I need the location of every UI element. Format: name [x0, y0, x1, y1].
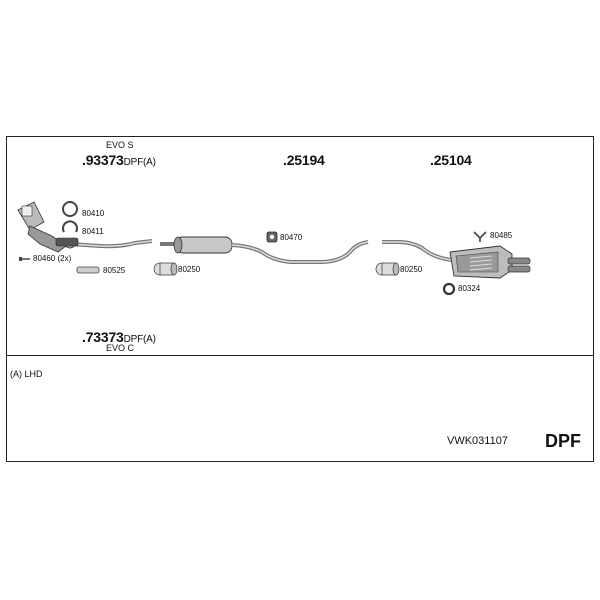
- label-80470: 80470: [280, 233, 303, 242]
- section-divider: [6, 355, 594, 356]
- label-80250-b: 80250: [400, 265, 423, 274]
- part-number-bottom-suffix: DPF(A): [123, 334, 156, 345]
- bolt-icon: [19, 257, 30, 261]
- label-80324: 80324: [458, 284, 481, 293]
- center-silencer: [173, 236, 233, 254]
- dpf-catalyst: [17, 201, 79, 253]
- label-80525: 80525: [103, 266, 126, 275]
- part-number-top-suffix: DPF(A): [123, 157, 156, 168]
- evo-s-label: EVO S: [106, 140, 134, 150]
- clamp-icon: [62, 220, 78, 233]
- gasket-ring-icon: [62, 201, 78, 217]
- label-80250-a: 80250: [178, 265, 201, 274]
- part-number-mid: .25194: [283, 152, 325, 168]
- clamp-80250-b-icon: [375, 262, 400, 276]
- dpf-badge: DPF: [545, 431, 581, 451]
- part-number-rear: .25104: [430, 152, 472, 168]
- bracket-80485-icon: [473, 231, 487, 242]
- middle-pipe: [231, 240, 369, 264]
- diagram-frame: [6, 136, 594, 462]
- evo-c-label: EVO C: [106, 343, 135, 353]
- lhd-note: (A) LHD: [10, 369, 43, 379]
- part-number-top: .93373DPF(A): [82, 153, 156, 168]
- rubber-ring-80324-icon: [442, 282, 456, 296]
- clamp-80250-a-icon: [153, 262, 178, 276]
- label-80411: 80411: [82, 227, 104, 236]
- kit-code: VWK031107: [447, 435, 508, 447]
- label-80410: 80410: [82, 209, 105, 218]
- rear-silencer: [449, 245, 531, 279]
- part-number-top-value: .93373: [82, 152, 124, 168]
- rubber-hanger-80470-icon: [266, 231, 278, 243]
- label-80460: 80460 (2x): [33, 254, 72, 263]
- part-number-bottom-value: .73373: [82, 329, 124, 345]
- clamp-80525-icon: [76, 266, 100, 274]
- part-number-bottom: .73373DPF(A): [82, 330, 156, 345]
- label-80485: 80485: [490, 231, 513, 240]
